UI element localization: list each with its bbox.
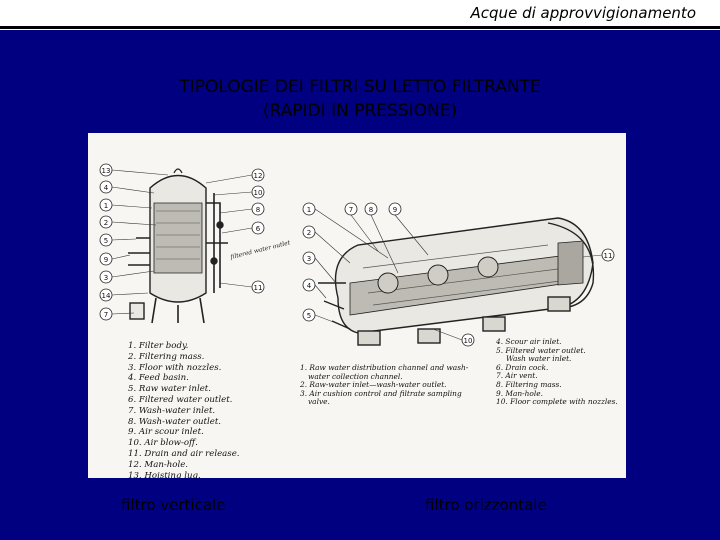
callout-right-6: 6 — [251, 221, 265, 235]
svg-text:14: 14 — [102, 292, 111, 300]
slide-title: TIPOLOGIE DEI FILTRI SU LETTO FILTRANTE … — [0, 75, 720, 123]
legend-item: 2. Raw-water inlet—wash-water outlet. — [300, 380, 447, 390]
vertical-filter-legend: 1. Filter body. 2. Filtering mass. 3. Fl… — [128, 341, 240, 481]
horizontal-leaders — [314, 208, 603, 341]
svg-text:1: 1 — [104, 202, 108, 210]
svg-text:7: 7 — [349, 206, 353, 214]
horizontal-callouts: 1 2 3 4 5 7 8 9 11 10 — [302, 202, 615, 347]
legend-item: 6. Drain cock. — [496, 362, 549, 372]
svg-text:8: 8 — [369, 206, 373, 214]
legend-item: 13. Hoisting lug. — [128, 470, 201, 481]
caption-vertical-filter: filtro verticale — [121, 496, 226, 514]
vertical-callouts: 13 4 1 2 5 9 3 14 7 12 10 8 6 11 — [99, 163, 265, 321]
svg-text:4: 4 — [307, 282, 312, 290]
filtered-water-outlet-annotation: filtered water outlet — [229, 239, 292, 261]
legend-item: 3. Air cushion control and filtrate samp… — [300, 388, 462, 398]
svg-text:1: 1 — [307, 206, 311, 214]
callout-left-14: 14 — [99, 288, 113, 302]
legend-item: 7. Wash-water inlet. — [128, 405, 216, 416]
legend-item: 5. Filtered water outlet. — [496, 345, 586, 355]
svg-text:11: 11 — [604, 252, 613, 260]
svg-text:11: 11 — [254, 284, 263, 292]
legend-item: 12. Man-hole. — [128, 459, 189, 470]
horizontal-filter-legend-right: 4. Scour air inlet. 5. Filtered water ou… — [496, 337, 618, 407]
callout-h-10: 10 — [461, 333, 475, 347]
svg-text:2: 2 — [307, 229, 311, 237]
legend-item: 4. Scour air inlet. — [496, 337, 562, 346]
legend-item: 8. Filtering mass. — [496, 379, 562, 389]
filter-diagram-drawing: 13 4 1 2 5 9 3 14 7 12 10 8 6 11 filtere… — [99, 163, 615, 347]
svg-text:5: 5 — [307, 312, 311, 320]
callout-right-12: 12 — [251, 168, 265, 182]
svg-text:5: 5 — [104, 237, 108, 245]
header-title: Acque di approvvigionamento — [470, 4, 696, 22]
callout-left-13: 13 — [99, 163, 113, 177]
svg-text:8: 8 — [256, 206, 260, 214]
legend-item: 1. Raw water distribution channel and wa… — [300, 363, 469, 372]
legend-item: Wash water inlet. — [506, 354, 572, 364]
vertical-leaders — [111, 169, 253, 315]
vertical-filter-drawing — [128, 168, 228, 324]
svg-text:2: 2 — [104, 219, 108, 227]
legend-item: 4. Feed basin. — [128, 373, 189, 384]
callout-h-5: 5 — [302, 308, 316, 322]
svg-text:10: 10 — [254, 189, 263, 197]
callout-left-3: 3 — [99, 270, 113, 284]
legend-item: 8. Wash-water outlet. — [128, 416, 222, 427]
callout-left-9: 9 — [99, 252, 113, 266]
legend-item: 9. Air scour inlet. — [128, 427, 204, 438]
header-rule — [0, 26, 720, 29]
svg-text:3: 3 — [307, 255, 311, 263]
legend-item: water collection channel. — [308, 371, 403, 381]
callout-right-11: 11 — [251, 280, 265, 294]
svg-text:3: 3 — [104, 274, 108, 282]
svg-text:13: 13 — [102, 167, 111, 175]
callout-h-2: 2 — [302, 225, 316, 239]
legend-item: 11. Drain and air release. — [128, 448, 240, 459]
callout-left-4: 4 — [99, 180, 113, 194]
legend-item: 5. Raw water inlet. — [128, 384, 211, 395]
legend-item: 6. Filtered water outlet. — [128, 394, 233, 405]
horizontal-filter-drawing — [318, 217, 595, 346]
callout-h-4: 4 — [302, 278, 316, 292]
callout-h-1: 1 — [302, 202, 316, 216]
callout-right-10: 10 — [251, 185, 265, 199]
legend-item: 9. Man-hole. — [496, 388, 543, 398]
legend-item: 3. Floor with nozzles. — [128, 362, 222, 373]
svg-text:6: 6 — [256, 225, 261, 233]
callout-h-8: 8 — [364, 202, 378, 216]
svg-text:4: 4 — [104, 184, 109, 192]
callout-h-9: 9 — [388, 202, 402, 216]
svg-text:7: 7 — [104, 311, 108, 319]
slide-title-line1: TIPOLOGIE DEI FILTRI SU LETTO FILTRANTE — [179, 77, 541, 97]
svg-text:12: 12 — [254, 172, 263, 180]
slide-title-line2: (RAPIDI IN PRESSIONE) — [262, 101, 458, 121]
callout-right-8: 8 — [251, 202, 265, 216]
callout-left-1: 1 — [99, 198, 113, 212]
callout-left-2: 2 — [99, 215, 113, 229]
callout-left-7: 7 — [99, 307, 113, 321]
legend-item: 7. Air vent. — [496, 371, 538, 381]
legend-item: 10. Air blow-off. — [128, 438, 198, 449]
svg-text:10: 10 — [464, 337, 473, 345]
callout-left-5: 5 — [99, 233, 113, 247]
filter-diagram-figure: 13 4 1 2 5 9 3 14 7 12 10 8 6 11 filtere… — [88, 133, 626, 481]
callout-h-3: 3 — [302, 251, 316, 265]
legend-item: 2. Filtering mass. — [128, 351, 205, 362]
legend-item: 1. Filter body. — [128, 341, 189, 351]
legend-item: 10. Floor complete with nozzles. — [496, 397, 618, 407]
callout-h-11: 11 — [601, 248, 615, 262]
svg-text:9: 9 — [104, 256, 108, 264]
callout-h-7: 7 — [344, 202, 358, 216]
caption-horizontal-filter: filtro orizzontale — [425, 496, 547, 514]
horizontal-filter-legend-left: 1. Raw water distribution channel and wa… — [300, 363, 469, 407]
legend-item: valve. — [308, 397, 330, 407]
header-bar: Acque di approvvigionamento — [0, 0, 720, 30]
svg-text:9: 9 — [393, 206, 397, 214]
